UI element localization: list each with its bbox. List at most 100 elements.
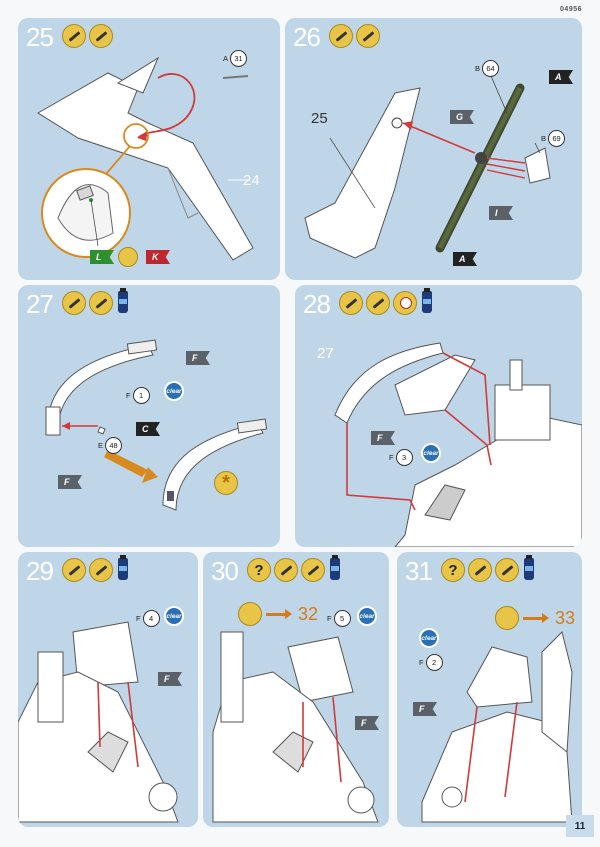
step-27-illustration — [45, 339, 268, 511]
step-31-clear-paint-icon: clear — [419, 628, 439, 648]
glue-icon — [339, 291, 363, 315]
sprue-letter: F — [419, 658, 424, 667]
part-number: 4 — [142, 610, 160, 627]
step-29-part-ref-4: F 4 — [136, 610, 160, 627]
step-28-icons — [339, 288, 432, 315]
glue-icon — [62, 24, 86, 48]
step-31-flag-f: F — [413, 702, 437, 716]
step-28-panel: 28 27 F F 3 clear — [295, 285, 582, 547]
step-28-number: 28 — [303, 289, 331, 319]
step-28-part-label: 27 — [317, 345, 334, 362]
step-26-part-ref-64: B 64 — [475, 60, 500, 77]
question-icon: ? — [441, 558, 465, 582]
step-29-panel: 29 F 4 clear F — [18, 552, 198, 827]
step-30-number: 30 — [211, 556, 239, 586]
sprue-letter: F — [136, 614, 141, 623]
step-25-part-label: 24 — [243, 172, 260, 189]
step-28-flag-f: F — [371, 431, 395, 445]
sprue-letter: A — [223, 54, 229, 63]
step-26-panel: 26 25 B 64 B 69 A G I A — [285, 18, 582, 280]
glue-icon — [274, 558, 298, 582]
glue-icon — [468, 558, 492, 582]
glue-icon — [329, 24, 353, 48]
step-29-flag-f: F — [158, 672, 182, 686]
paint-bottle-icon — [118, 555, 128, 580]
step-30-flag-f: F — [355, 716, 379, 730]
box-icon — [238, 602, 262, 626]
step-26-flag-a-top: A — [549, 70, 573, 84]
step-25-part-ref: A 31 — [223, 50, 248, 67]
step-31-part-ref-2: F 2 — [419, 654, 443, 671]
brush-icon — [301, 558, 325, 582]
step-25-illustration — [37, 56, 254, 261]
step-26-number: 26 — [293, 22, 321, 52]
part-number: 5 — [333, 610, 351, 627]
paint-bottle-icon — [524, 555, 534, 580]
step-30-panel: 30 ? 32 F 5 clear F — [203, 552, 389, 827]
box-icon — [495, 606, 519, 630]
question-icon: ? — [247, 558, 271, 582]
step-30-illustration — [212, 631, 379, 823]
part-number: 69 — [548, 130, 566, 147]
part-number: 64 — [482, 60, 500, 77]
step-26-flag-g: G — [450, 110, 474, 124]
step-25-flag-left: L — [90, 250, 114, 264]
brush-icon — [89, 24, 113, 48]
step-30-goto: 32 — [238, 602, 318, 626]
glue-icon — [62, 558, 86, 582]
step-29-illustration — [18, 621, 179, 823]
step-26-part-ref-69: B 69 — [541, 130, 566, 147]
step-27-flag-f-top: F — [186, 351, 210, 365]
question-mark: ? — [448, 561, 458, 579]
step-31-panel: 31 ? 33 clear F 2 F — [397, 552, 582, 827]
step-27-flag-f-bottom: F — [58, 475, 82, 489]
wait-clock-icon — [393, 291, 417, 315]
brush-icon — [495, 558, 519, 582]
brush-icon — [366, 291, 390, 315]
goto-step-number: 32 — [298, 603, 319, 624]
step-31-goto: 33 — [495, 606, 575, 630]
step-27-part-ref-1: F 1 — [126, 387, 150, 404]
arrow-right-icon — [523, 612, 549, 623]
step-27-clear-paint-icon: clear — [164, 381, 184, 401]
sprue-letter: E — [98, 441, 104, 450]
step-29-clear-paint-icon: clear — [164, 606, 184, 626]
catalog-number: 04956 — [560, 6, 582, 13]
page-number: 11 — [566, 815, 594, 837]
paint-bottle-icon — [118, 288, 128, 313]
sprue-letter: B — [541, 134, 547, 143]
step-26-flag-a-bottom: A — [453, 252, 477, 266]
step-31-number: 31 — [405, 556, 433, 586]
sprue-letter: F — [327, 614, 332, 623]
step-27-flag-c: C — [136, 422, 160, 436]
step-30-clear-paint-icon: clear — [357, 606, 377, 626]
step-26-icons — [329, 24, 380, 48]
sprue-letter: B — [475, 64, 481, 73]
step-27-part-ref-48: E 48 — [98, 437, 123, 454]
step-25-number: 25 — [26, 22, 54, 52]
arrow-right-icon — [266, 608, 292, 619]
question-mark: ? — [254, 561, 264, 579]
goto-step-number: 33 — [555, 607, 576, 628]
step-30-part-ref-5: F 5 — [327, 610, 351, 627]
part-number: 2 — [425, 654, 443, 671]
step-27-icons — [62, 288, 128, 315]
paint-bottle-icon — [330, 555, 340, 580]
step-31-icons: ? — [441, 555, 534, 582]
step-28-clear-paint-icon: clear — [421, 443, 441, 463]
sprue-letter: F — [126, 391, 131, 400]
part-number: 48 — [105, 437, 123, 454]
optional-step-icon: * — [214, 471, 238, 495]
step-27-number: 27 — [26, 289, 54, 319]
step-29-number: 29 — [26, 556, 54, 586]
step-26-illustration — [304, 75, 551, 259]
part-number: 31 — [230, 50, 248, 67]
step-31-illustration — [421, 631, 573, 823]
step-28-part-ref-3: F 3 — [389, 449, 413, 466]
step-30-icons: ? — [247, 555, 340, 582]
brush-icon — [89, 558, 113, 582]
step-28-illustration — [334, 342, 582, 547]
paint-bottle-icon — [422, 288, 432, 313]
step-29-icons — [62, 555, 128, 582]
glue-icon — [62, 291, 86, 315]
